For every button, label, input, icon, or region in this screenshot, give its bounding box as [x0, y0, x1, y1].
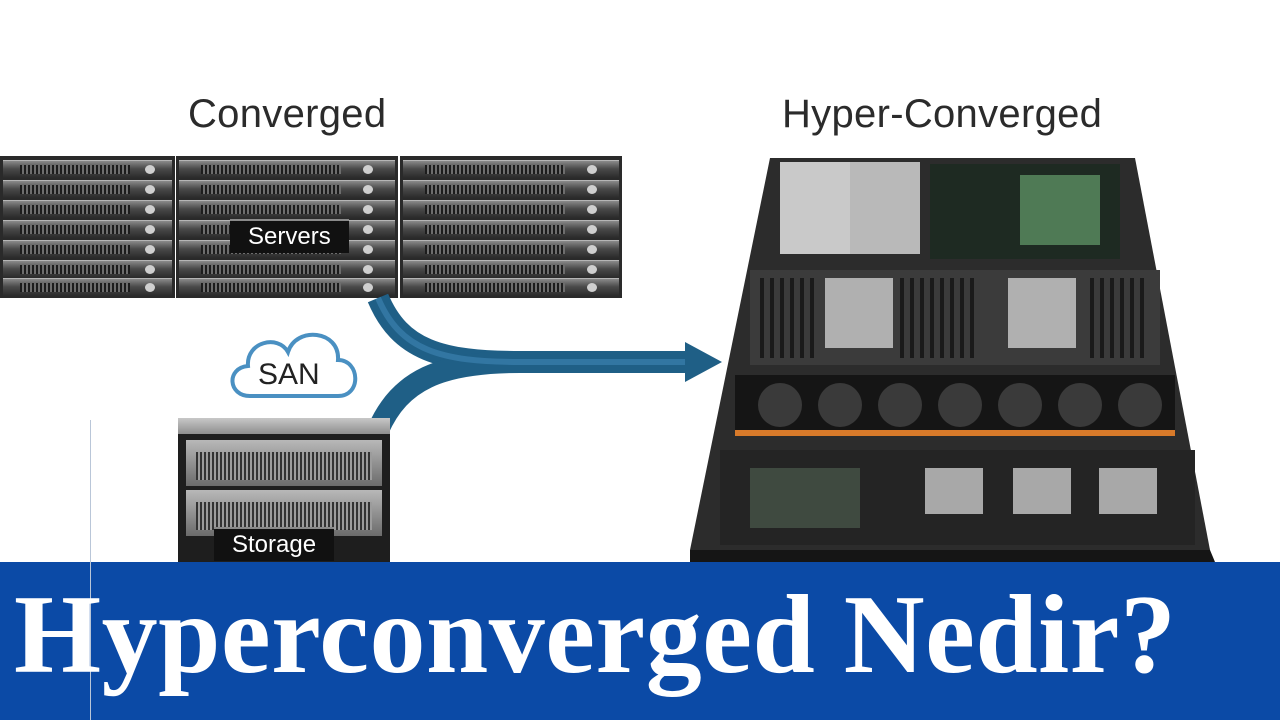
page-title: Hyperconverged Nedir? [14, 573, 1177, 697]
hyper-converged-server-image [690, 158, 1215, 562]
title-banner [0, 562, 1280, 720]
servers-label: Servers [230, 219, 349, 253]
cloud-icon [230, 332, 358, 398]
divider-line [90, 420, 91, 720]
server-rack-right [400, 156, 622, 298]
converged-heading: Converged [188, 92, 387, 136]
san-label: SAN [258, 358, 320, 391]
hyper-converged-heading: Hyper-Converged [782, 92, 1103, 136]
server-rack-left [0, 156, 175, 298]
storage-label: Storage [214, 527, 335, 561]
merge-arrow-icon [367, 293, 722, 435]
